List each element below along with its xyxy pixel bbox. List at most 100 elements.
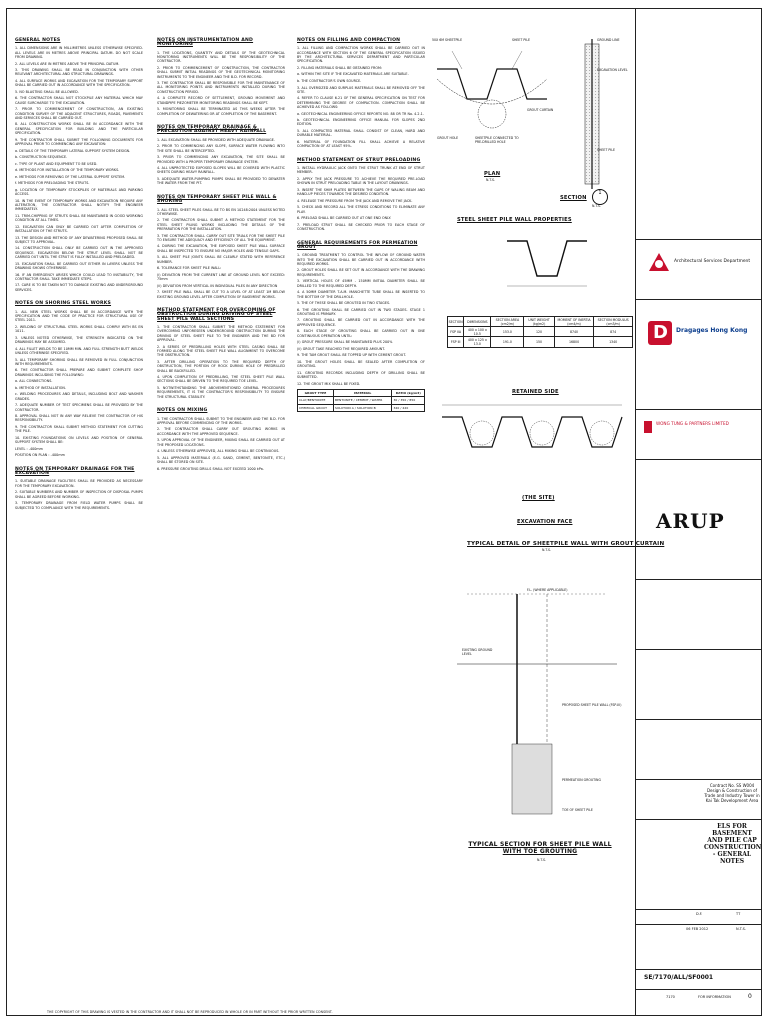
note-item: 4. A 50MM DIAMETER T.A.M. MANCHETTE TUBE…: [297, 290, 425, 299]
retained-label: RETAINED SIDE: [512, 389, 559, 395]
note-item: 5. THE OF THESE SHALL BE GROUTED IN TWO …: [297, 301, 391, 306]
table-cell: 8740: [553, 326, 595, 338]
excavation-label: EXCAVATION FACE: [517, 519, 573, 525]
instrumentation-title: NOTES ON INSTRUMENTATION AND MONITORING: [157, 38, 254, 48]
note-item: 7. PRIOR TO COMMENCEMENT OF CONSTRUCTION…: [15, 107, 143, 120]
note-item: 5. ALL COMPACTED MATERIAL SHALL CONSIST …: [297, 129, 425, 138]
plan-scale: N.T.S.: [486, 178, 496, 182]
contract-info: Contract No. SS W004 Design & Constructi…: [704, 783, 760, 803]
plan-label-hole: GROUT HOLE: [437, 136, 459, 140]
toe-label-wall: PROPOSED SHEET PILE WALL (FSP-III): [562, 703, 622, 707]
note-item: 9. THE CONTRACTOR SHALL SUBMIT METHOD ST…: [15, 424, 143, 434]
note-item: 10. THE GROUT HOLES SHALL BE SEALED AFTE…: [297, 359, 425, 369]
note-item: 4. REFER TO CLAUSE 6.21 OF THE GENERAL S…: [297, 96, 425, 110]
general-notes-title: GENERAL NOTES: [15, 38, 61, 43]
note-item: 1. THE LOCATIONS, QUANTITY AND DETAILS O…: [157, 50, 285, 64]
note-item: 1. THE CONTRACTOR SHALL SUBMIT THE METHO…: [157, 325, 285, 343]
table-cell: 153.0: [490, 326, 525, 338]
checked-by: TT: [736, 912, 741, 916]
note-item: 4. ALL FILLET WELDS TO BE 10MM MIN. AND …: [15, 346, 143, 355]
note-item: 3. ALL OVERSIZED AND SURPLUS MATERIALS S…: [297, 85, 425, 94]
note-item: b. GEOTECHNICAL ENGINEERING OFFICE MANUA…: [297, 118, 425, 127]
mixing-title: NOTES ON MIXING: [157, 408, 208, 414]
table-header: SECTION AREA (cm2/m): [490, 315, 525, 328]
note-item: 10. IN THE EVENT OF TEMPORARY WORKS AND …: [15, 198, 143, 212]
table-cell: 120: [523, 326, 555, 338]
filling-list: 1. ALL FILLING AND COMPACTION WORKS SHAL…: [297, 46, 425, 148]
section-marker: 1: [592, 189, 608, 205]
table-cell: SOLUTION A / SOLUTION B: [332, 403, 393, 412]
contractor-name: Dragages Hong Kong: [676, 327, 748, 334]
note-item: 9. THE CONTRACTOR SHALL SUBMIT THE FOLLO…: [15, 137, 143, 147]
plan-title: PLAN: [484, 171, 501, 177]
section-figure: [584, 39, 600, 189]
table-header: DIMENSIONS: [463, 315, 492, 328]
note-item: e. METHODS FOR REMOVING OF THE LATERAL S…: [15, 174, 126, 179]
note-item: (i) DEVIATION FROM THE CURRENT LINE AT G…: [157, 272, 285, 282]
note-item: g. LOCATION OF TEMPORARY STOCKPILES OF M…: [15, 187, 143, 197]
copyright-footer: THE COPYRIGHT OF THIS DRAWING IS VESTED …: [47, 1010, 333, 1014]
note-item: 7. GROUTING SHALL BE CARRIED OUT IN ACCO…: [297, 318, 425, 327]
note-item: a. GEOTECHNICAL ENGINEERING OFFICE REPOR…: [297, 111, 424, 116]
note-item: 2. GROUT HOLES SHALL BE SET OUT IN ACCOR…: [297, 268, 425, 277]
wtp-logo-icon: [644, 421, 652, 433]
note-item: 3. INSERT THE SHIM PLATES BETWEEN THE GA…: [297, 187, 425, 197]
note-item: (ii) GROUT TAKE REACHED THE REQUIRED AMO…: [297, 346, 386, 351]
note-item: 7. SHEET PILE WALL SHALL BE CUT TO A LEV…: [157, 290, 285, 299]
note-item: 4. ALL UNPROTECTED EXPOSED SLOPES WILL B…: [157, 166, 285, 175]
grout-curtain-scale: N.T.S.: [542, 548, 552, 552]
note-item: 12. EXCAVATION CAN ONLY BE CARRIED OUT A…: [15, 224, 143, 234]
table-header: MOMENT OF INERTIA (cm4/m): [553, 315, 595, 328]
note-item: 11. TRIM-CHIPPING OF STRUTS SHALL BE MAI…: [15, 213, 143, 223]
drainage-title: NOTES ON TEMPORARY DRAINAGE & PRECAUTION…: [157, 125, 267, 135]
table-cell: 400 x 125 x 13.0: [463, 336, 492, 348]
instrumentation-column: NOTES ON INSTRUMENTATION AND MONITORING …: [157, 38, 285, 473]
note-item: 4. UNLESS OTHERWISE APPROVED, ALL MIXING…: [157, 449, 280, 454]
note-item: 6. MATERIAL OF FOUNDATION FILL SHALL ACH…: [297, 139, 425, 149]
note-item: a. WITHIN THE SITE IF THE EXCAVATED MATE…: [297, 72, 409, 77]
note-item: 12. THE GROUT MIX SHALL BE FIXED.: [297, 381, 361, 386]
note-item: 1. GROUND TREATMENT TO CONTROL THE INFLO…: [297, 253, 425, 266]
permeation-grout-title: GENERAL REQUIREMENTS FOR PERMEATION GROU…: [297, 240, 418, 250]
table-cell: 400 x 100 x 10.5: [463, 326, 492, 338]
note-item: 4. UPON COMPLETION OF PREDRILLING, THE S…: [157, 375, 285, 384]
table-cell: 1340: [593, 336, 633, 348]
table-header: SECTION MODULUS (cm3/m): [593, 315, 633, 328]
level-line: LEVEL : -400mm: [15, 446, 43, 451]
note-item: 3. UNLESS NOTED OTHERWISE, THE STRENGTH …: [15, 335, 143, 345]
engineer-name: WONG TUNG & PARTNERS LIMITED: [656, 421, 729, 426]
toe-grouting-scale: N.T.S.: [537, 858, 547, 862]
plan-detail-figure: [436, 50, 548, 129]
drawing-status: FOR INFORMATION: [698, 995, 731, 999]
table-cell: 191.0: [490, 336, 525, 348]
note-item: 1. INSTALL HYDRAULIC JACK ONTO THE STRUT…: [297, 166, 425, 175]
table-cell: CLAY/BENTONITE: [297, 396, 334, 405]
note-item: 1. ALL EXCAVATION SHALL BE PROVIDED WITH…: [157, 137, 275, 142]
note-item: 3. THE CONTRACTOR SHALL CARRY OUT SITE T…: [157, 233, 285, 242]
drawing-title: ELS FOR BASEMENT AND PILE CAP CONSTRUCTI…: [704, 823, 762, 865]
note-item: 2. THE CONTRACTOR SHALL SUBMIT A METHOD …: [157, 218, 285, 232]
note-item: 2. SUITABLE NUMBERS AND NUMBER OF INSPEC…: [15, 490, 143, 499]
note-item: (ii) DEVIATION FROM VERTICAL IN INDIVIDU…: [157, 283, 278, 288]
drawing-number: SE/7170/ALL/SF0001: [644, 974, 714, 981]
table-header: MATERIAL: [332, 388, 393, 398]
note-item: 6. TOLERANCE FOR SHEET PILE WALL:: [157, 266, 222, 271]
note-item: 5. ALL APPROVED MATERIALS (E.G. SAND, CE…: [157, 455, 285, 464]
note-item: 2. APPLY THE JACK PRESSURE TO ACHIEVE TH…: [297, 176, 425, 186]
note-item: 6. PRELOAD SHALL BE CARRIED OUT AT ONE E…: [297, 216, 392, 221]
note-item: 6. THE CONTRACTOR SHALL PREPARE AND SUBM…: [15, 368, 143, 377]
table-cell: 340 / 420: [391, 403, 425, 412]
note-item: 2. PRIOR TO COMMENCEMENT OF CONSTRUCTION…: [157, 65, 285, 79]
table-header: GROUT TYPE: [297, 388, 334, 398]
note-item: 15. EXCAVATION SHALL BE CARRIED OUT EITH…: [15, 261, 143, 271]
note-item: 2. WELDING OF STRUCTURAL STEEL WORKS SHA…: [15, 324, 143, 334]
note-item: 3. AFTER DRILLING OPERATION TO THE REQUI…: [157, 359, 285, 373]
position-line: POSITION ON PLAN : -400mm: [15, 453, 65, 458]
plan-label-sheet: SHEET PILE: [512, 38, 531, 42]
steel-notes-list: 1. ALL NEW STEEL WORKS SHALL BE IN ACCOR…: [15, 310, 143, 445]
table-cell: FSP IIA: [446, 326, 465, 338]
note-item: f. METHODS FOR PRELOADING THE STRUTS.: [15, 181, 90, 186]
